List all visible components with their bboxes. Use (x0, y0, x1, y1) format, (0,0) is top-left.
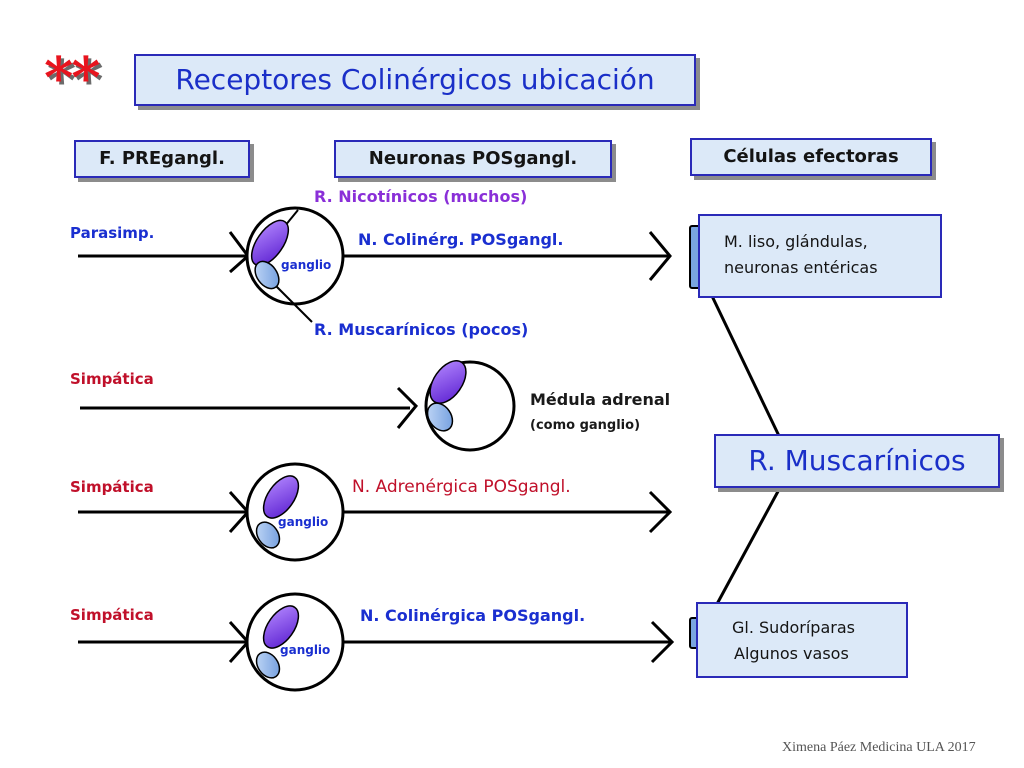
footer-credit: Ximena Páez Medicina ULA 2017 (782, 740, 976, 755)
adrenal-simpatica-label: Simpática (70, 370, 154, 388)
simp-cholinergic-label: Simpática (70, 606, 154, 624)
simp-adrenergic-postsynaptic-terminal (648, 490, 673, 534)
parasimp-muscarinic-receptor (254, 260, 280, 290)
adrenal-muscarinic-receptor (426, 402, 454, 432)
parasimp-ganglion-label: ganglio (281, 258, 332, 272)
parasimp-neuron-label: N. Colinérg. POSgangl. (358, 230, 564, 249)
muscarinic-receptors-box: R. Muscarínicos (714, 434, 1000, 488)
simp-adrenergic-muscarinic-receptor (255, 521, 281, 549)
parasimp-target-line2: neuronas entéricas (724, 258, 878, 277)
simp-adrenergic-label: Simpática (70, 478, 154, 496)
simp-adrenergic-ganglion-label: ganglio (278, 515, 329, 529)
adrenal-medulla-note: (como ganglio) (530, 418, 641, 433)
simp-cholinergic-muscarinic-receptor (255, 651, 281, 679)
adrenergic-neuron-label: N. Adrenérgica POSgangl. (352, 477, 571, 497)
header-efectoras: Células efectoras (690, 138, 932, 176)
sudoriparas-line2: Algunos vasos (734, 644, 849, 663)
adrenal-nicotinic-receptor (429, 360, 467, 404)
header-posganglionar: Neuronas POSgangl. (334, 140, 612, 178)
parasimp-postsynaptic-terminal (648, 231, 672, 281)
parasimp-label: Parasimp. (70, 224, 155, 242)
page-title: Receptores Colinérgicos ubicación (134, 54, 696, 106)
muscarinic-receptors-label: R. Muscarínicos (pocos) (314, 320, 529, 339)
cholinergic-neuron-label: N. Colinérgica POSgangl. (360, 606, 586, 625)
adrenal-medulla-label: Médula adrenal (530, 390, 671, 409)
sudoriparas-target-box: Gl. Sudoríparas Algunos vasos (696, 602, 908, 678)
header-preganglionar: F. PREgangl. (74, 140, 250, 178)
sudoriparas-line1: Gl. Sudoríparas (732, 618, 855, 637)
link-parasimp-to-muscarinic (710, 295, 782, 439)
simp-adrenergic-nicotinic-receptor (262, 475, 300, 519)
parasimp-pathway (78, 206, 672, 323)
adrenal-presynaptic-terminal (396, 386, 419, 429)
important-stars: ** (44, 45, 101, 111)
nicotinic-receptors-label: R. Nicotínicos (muchos) (314, 187, 528, 206)
simp-cholinergic-ganglion-label: ganglio (280, 643, 331, 657)
simp-cholinergic-nicotinic-receptor (262, 605, 300, 649)
simp-cholinergic-postsynaptic-terminal (650, 620, 675, 664)
parasimp-target-line1: M. liso, glándulas, (724, 232, 868, 251)
parasimp-presynaptic-terminal (228, 231, 251, 274)
parasimp-target-box: M. liso, glándulas, neuronas entéricas (698, 214, 942, 298)
parasimp-nicotinic-receptor (250, 219, 290, 267)
